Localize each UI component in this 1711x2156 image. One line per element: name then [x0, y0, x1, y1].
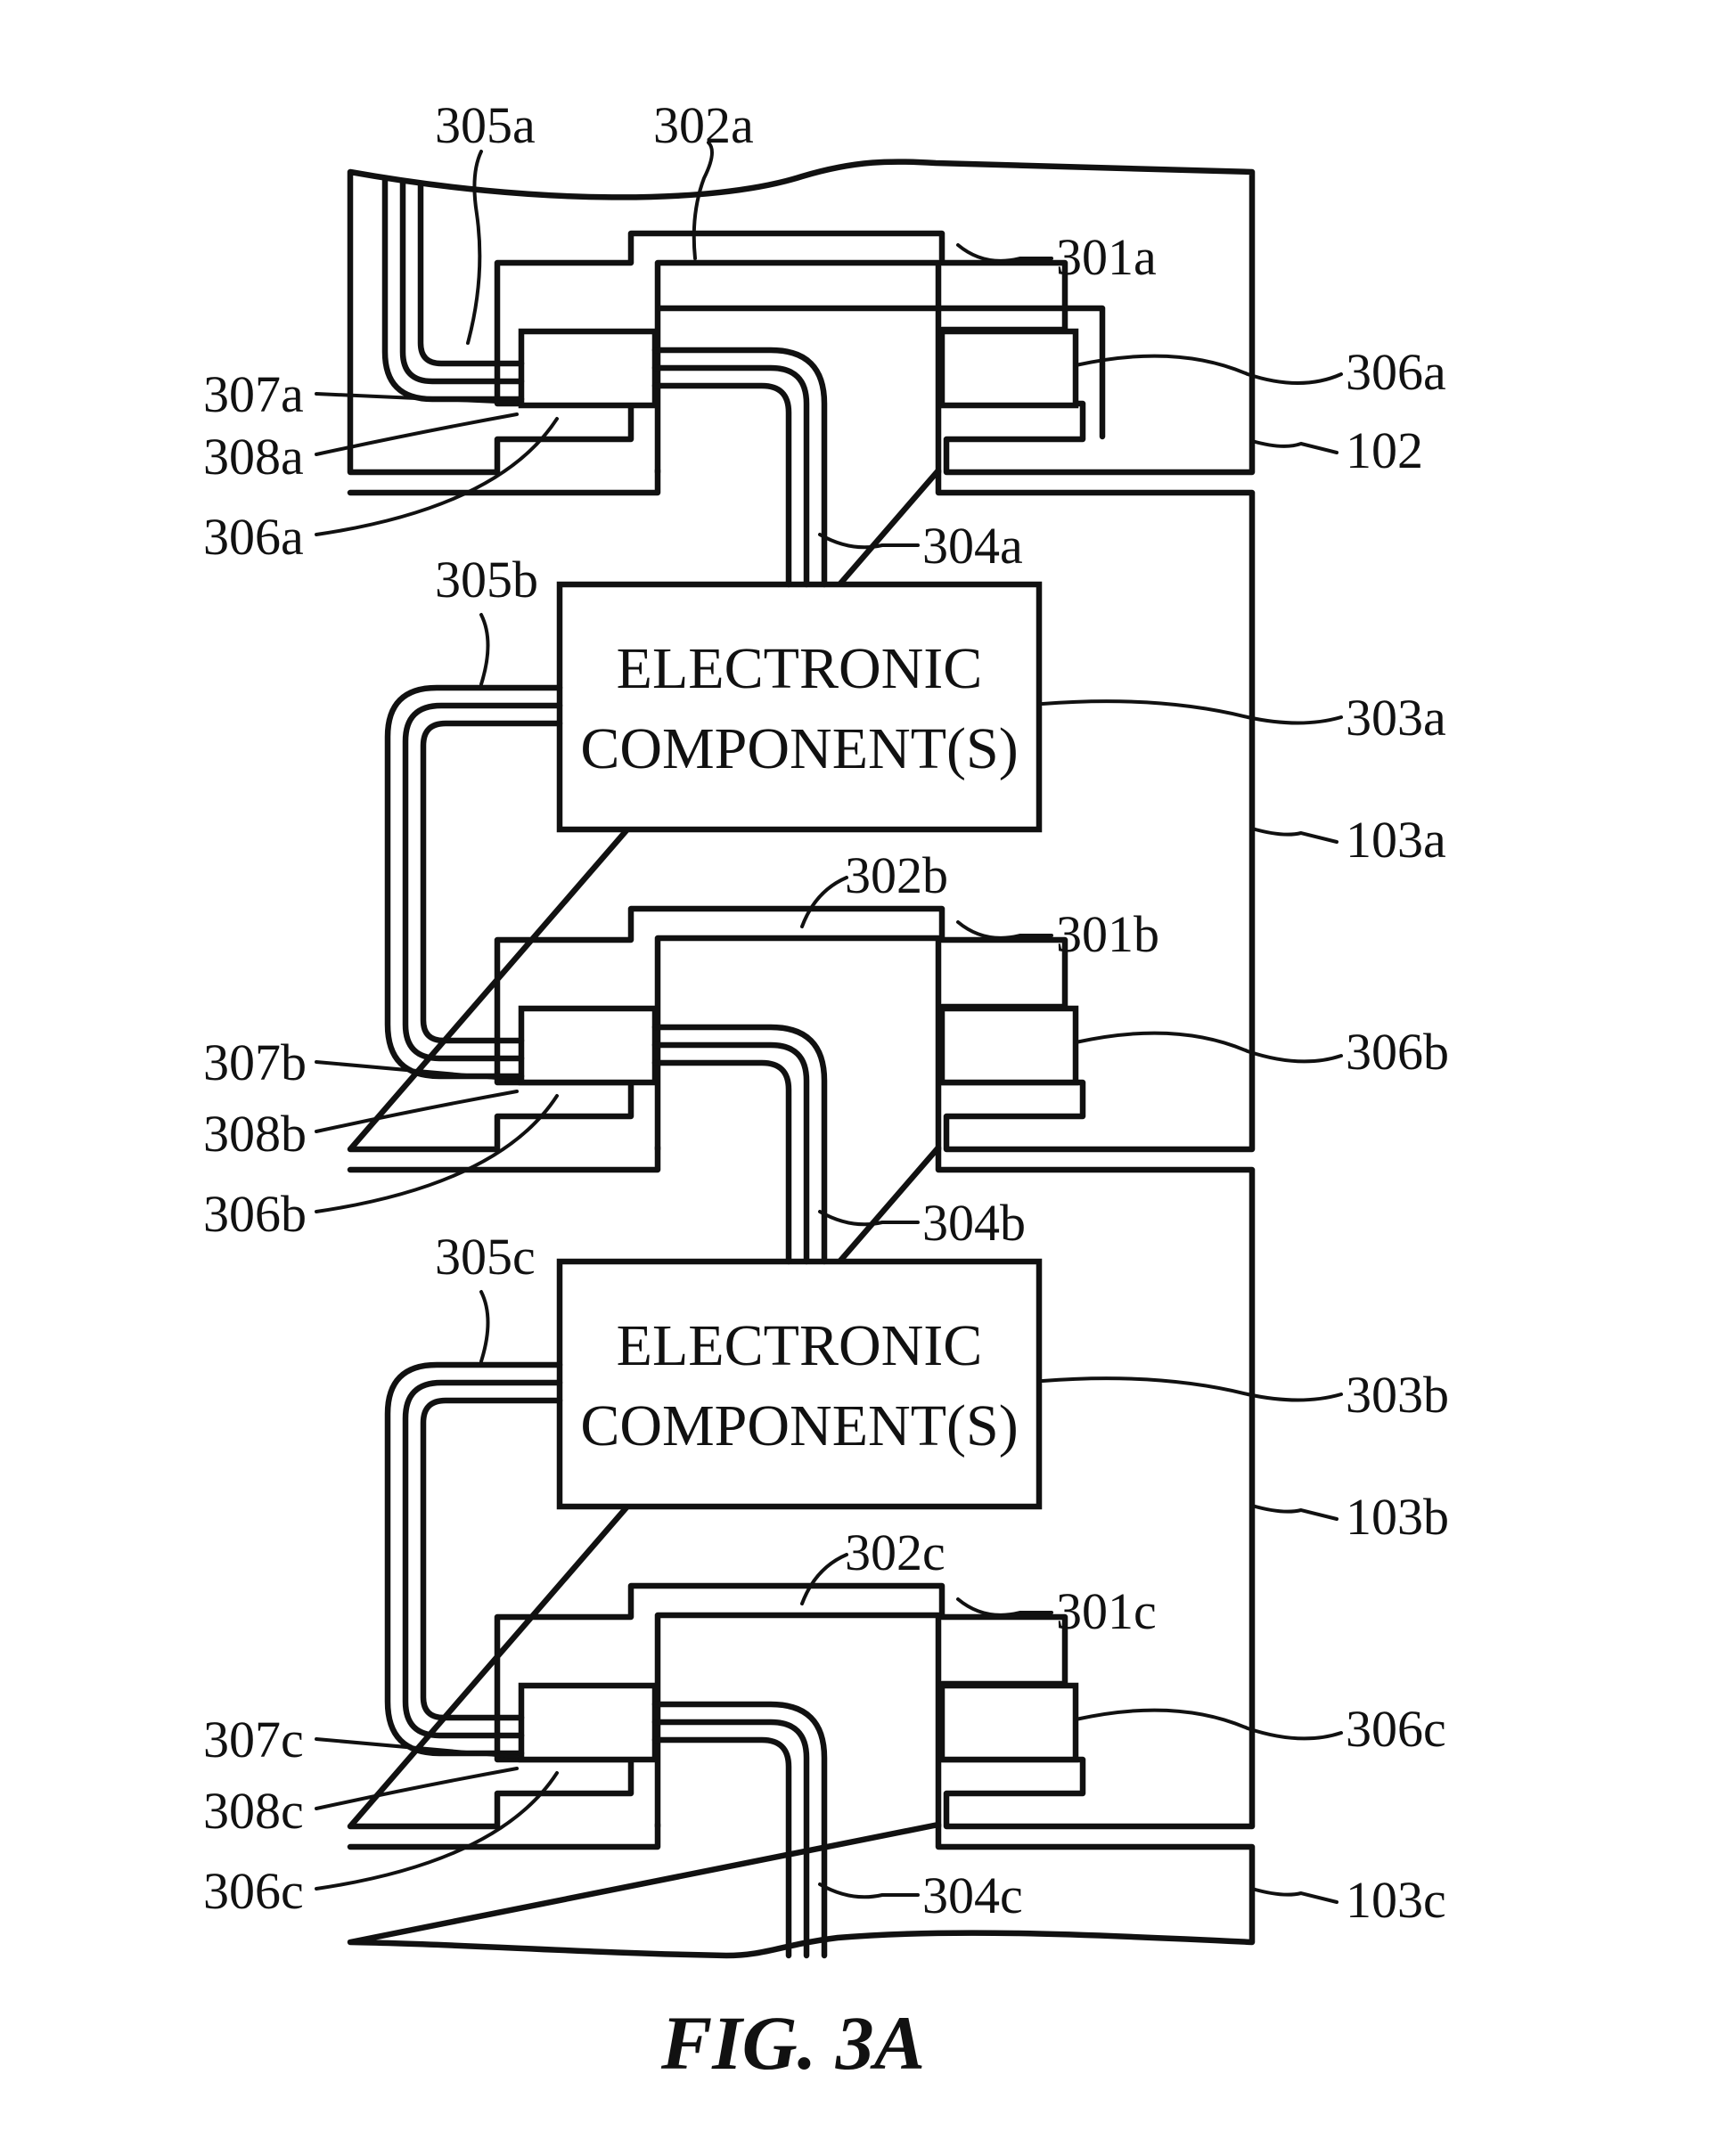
- label-305a: 305a: [435, 96, 536, 154]
- label-304c: 304c: [922, 1866, 1023, 1924]
- connector-306b-right: [938, 1005, 1079, 1086]
- label-307c: 307c: [203, 1711, 304, 1768]
- conductors-305a: [381, 177, 525, 403]
- component-303b-line1: ELECTRONIC: [617, 1313, 983, 1378]
- label-302b: 302b: [845, 846, 948, 904]
- label-301a: 301a: [1056, 228, 1157, 286]
- label-301c: 301c: [1056, 1582, 1157, 1640]
- label-306c-left: 306c: [203, 1862, 304, 1920]
- electronic-component-303b: [556, 1258, 1043, 1510]
- reference-labels: 305a 302a 301a 306a 307a 102 308a 306a 3…: [203, 96, 1449, 1929]
- label-305b: 305b: [435, 551, 538, 608]
- label-303a: 303a: [1346, 689, 1446, 747]
- connector-306c-left: [518, 1682, 659, 1763]
- label-304b: 304b: [922, 1194, 1026, 1252]
- leader-lines: [315, 141, 1343, 1904]
- label-308b: 308b: [203, 1105, 307, 1163]
- label-306b-left: 306b: [203, 1185, 307, 1243]
- conductors-304c: [651, 1701, 828, 1959]
- segment-103c: [347, 1821, 1256, 1959]
- label-306c-right: 306c: [1346, 1700, 1446, 1758]
- label-305c: 305c: [435, 1228, 536, 1286]
- label-103c: 103c: [1346, 1871, 1446, 1929]
- label-302c: 302c: [845, 1523, 946, 1581]
- component-303a-line2: COMPONENT(S): [580, 716, 1018, 781]
- connector-306a-right: [938, 328, 1079, 409]
- label-306a-right: 306a: [1346, 343, 1446, 401]
- label-103a: 103a: [1346, 811, 1446, 869]
- label-306b-right: 306b: [1346, 1023, 1449, 1081]
- conductors-304a: [651, 347, 828, 588]
- figure-caption: FIG. 3A: [660, 2000, 925, 2086]
- electronic-component-303a: [556, 581, 1043, 833]
- label-304a: 304a: [922, 517, 1023, 575]
- label-306a-left: 306a: [203, 508, 304, 566]
- label-308a: 308a: [203, 428, 304, 486]
- label-303b: 303b: [1346, 1366, 1449, 1424]
- connector-306c-right: [938, 1682, 1079, 1763]
- segment-102: [347, 159, 1256, 476]
- conductors-305b: [384, 684, 563, 1080]
- label-308c: 308c: [203, 1782, 304, 1840]
- label-301b: 301b: [1056, 905, 1159, 963]
- label-102: 102: [1346, 421, 1423, 479]
- conductors-304b: [651, 1024, 828, 1265]
- label-307b: 307b: [203, 1033, 307, 1091]
- label-307a: 307a: [203, 365, 304, 423]
- component-303b-line2: COMPONENT(S): [580, 1393, 1018, 1458]
- conductors-305c: [384, 1361, 563, 1757]
- label-302a: 302a: [653, 96, 754, 154]
- connector-306a-left: [518, 328, 659, 409]
- component-303a-line1: ELECTRONIC: [617, 636, 983, 701]
- label-103b: 103b: [1346, 1488, 1449, 1546]
- connector-306b-left: [518, 1005, 659, 1086]
